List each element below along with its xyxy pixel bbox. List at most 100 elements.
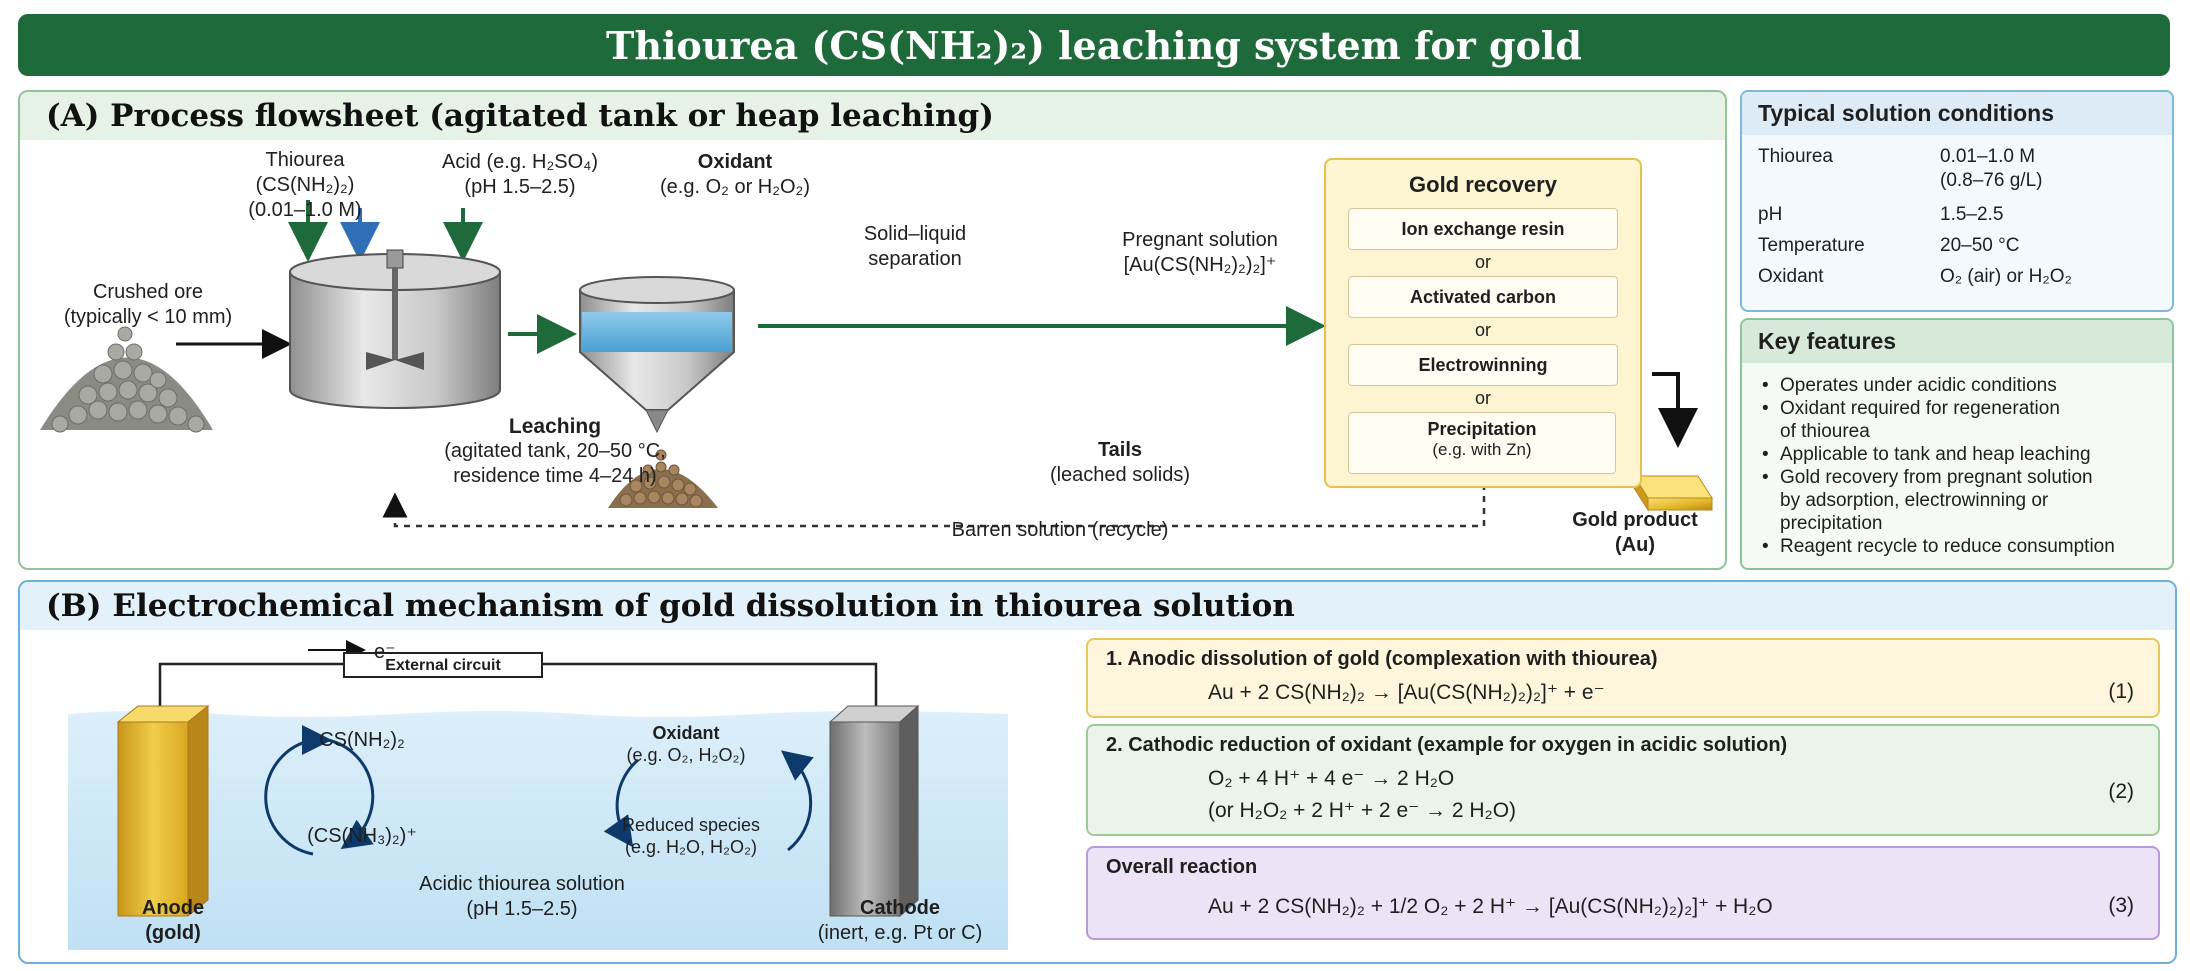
key-feature-item: Reagent recycle to reduce consumption [1760,535,2115,558]
panel-a-title: (A) Process flowsheet (agitated tank or … [46,98,994,134]
oxidant-species-title: Oxidant [652,723,720,743]
electron-label: e⁻ [374,641,396,663]
solution-conditions-title: Typical solution conditions [1742,92,2172,135]
thiourea-solution [68,711,1008,950]
solution-title: Acidic thiourea solution [419,873,625,895]
leaching-label: Leaching (agitated tank, 20–50 °C, resid… [400,414,710,489]
equation-number: (1) [2108,680,2134,703]
cathodic-equation-box: 2. Cathodic reduction of oxidant (exampl… [1086,724,2160,836]
protonated-thiourea-label: (CS(NH₃)₂)⁺ [307,825,417,847]
solution-conditions-box: Typical solution conditions Thiourea 0.0… [1740,90,2174,312]
key-feature-text: Operates under acidic conditions [1780,375,2057,396]
panel-b-header [20,582,2175,630]
acid-feed-label: Acid (e.g. H₂SO₄) (pH 1.5–2.5) [430,150,610,200]
key-features-title: Key features [1742,320,2172,363]
condition-key: Thiourea [1758,146,1833,167]
cathode-title: Cathode [860,897,940,919]
condition-value: O₂ (air) or H₂O₂ [1940,266,2072,287]
reduced-species-label: Reduced species (e.g. H₂O, H₂O₂) [606,814,776,858]
or-separator: or [1474,388,1491,408]
overall-reaction-box: Overall reaction Au + 2 CS(NH₂)₂ + 1/2 O… [1086,846,2160,940]
recovery-option-electrowinning: Electrowinning [1348,344,1618,386]
key-feature-text: of thiourea [1780,421,1870,442]
anodic-equation-box: 1. Anodic dissolution of gold (complexat… [1086,638,2160,718]
oxidant-feed-label: Oxidant (e.g. O₂ or H₂O₂) [660,150,810,200]
main-title: Thiourea (CS(NH₂)₂) leaching system for … [18,14,2170,76]
condition-key: Oxidant [1758,266,1824,287]
condition-value-extra: (0.8–76 g/L) [1940,170,2043,191]
key-features-box: Key features Operates under acidic condi… [1740,318,2174,570]
precipitation-title: Precipitation [1427,419,1537,439]
pregnant-solution-label: Pregnant solution [Au(CS(NH₂)₂)₂]⁺ [1085,228,1315,278]
cathodic-equation-alt: (or H₂O₂ + 2 H⁺ + 2 e⁻ → 2 H₂O) [1208,799,1517,822]
overall-reaction-equation: Au + 2 CS(NH₂)₂ + 1/2 O₂ + 2 H⁺ → [Au(CS… [1208,895,1773,918]
panel-a-header [20,92,1725,140]
gold-recovery-box: Gold recovery Ion exchange resin or Acti… [1324,158,1642,488]
gold-recovery-title: Gold recovery [1409,172,1557,197]
tails-title: Tails [1097,439,1143,461]
thiourea-formula: (CS(NH₂)₂) [255,174,355,196]
or-separator: or [1474,252,1491,272]
acid-ph: (pH 1.5–2.5) [464,176,576,198]
separator-vessel [579,276,735,434]
gold-product-title: Gold product [1572,509,1698,531]
cathodic-equation: O₂ + 4 H⁺ + 4 e⁻ → 2 H₂O [1208,767,1455,790]
acid-label: Acid (e.g. H₂SO₄) [442,151,598,173]
key-feature-text: Reagent recycle to reduce consumption [1780,536,2115,557]
gold-product-symbol: (Au) [1615,534,1655,556]
thiourea-species-label: CS(NH₂)₂ [319,729,405,751]
leaching-tank [289,249,501,409]
crushed-ore-title: Crushed ore [92,281,204,303]
key-feature-text: precipitation [1780,513,1883,534]
anode-electrode [116,704,210,918]
cathode-label: Cathode (inert, e.g. Pt or C) [790,896,1010,946]
key-feature-text: by adsorption, electrowinning or [1780,490,2049,511]
cathodic-equation-title: 2. Cathodic reduction of oxidant (exampl… [1106,734,1788,756]
key-features-list: Operates under acidic conditions Oxidant… [1760,374,2115,558]
thiourea-feed-label: Thiourea (CS(NH₂)₂) (0.01–1.0 M) [245,148,365,223]
oxidant-examples: (e.g. O₂ or H₂O₂) [660,176,810,198]
separation-title-1: Solid–liquid [863,223,967,245]
condition-key: Temperature [1758,235,1865,256]
barren-solution-label: Barren solution (recycle) [951,519,1169,541]
key-feature-text: Oxidant required for regeneration [1780,398,2060,419]
tails-subtitle: (leached solids) [1049,464,1191,486]
equation-number: (3) [2108,894,2134,917]
leaching-title: Leaching [508,415,602,438]
cathode-material: (inert, e.g. Pt or C) [817,922,983,944]
reduced-species-examples: (e.g. H₂O, H₂O₂) [625,837,757,857]
recovery-option-precipitation: Precipitation (e.g. with Zn) [1348,412,1616,474]
key-feature-text: Applicable to tank and heap leaching [1780,444,2091,465]
equation-number: (2) [2108,780,2134,803]
anode-label: Anode (gold) [118,896,228,946]
gold-product-label: Gold product (Au) [1560,508,1710,558]
reduced-species-title: Reduced species [621,815,761,835]
condition-value: 20–50 °C [1940,235,2020,256]
thiourea-concentration: (0.01–1.0 M) [248,199,362,221]
oxidant-species-label: Oxidant (e.g. O₂, H₂O₂) [606,722,766,766]
external-circuit-box [343,652,543,678]
condition-key: pH [1758,204,1783,225]
external-circuit-label: External circuit [385,657,501,674]
tails-label: Tails (leached solids) [1020,438,1220,488]
recovery-option-activated-carbon: Activated carbon [1348,276,1618,318]
or-separator: or [1474,320,1491,340]
thiourea-label: Thiourea [265,149,345,171]
anode-title: Anode [141,897,205,919]
solution-label: Acidic thiourea solution (pH 1.5–2.5) [372,872,672,922]
anode-material: (gold) [145,922,201,944]
overall-reaction-title: Overall reaction [1106,856,1258,878]
crushed-ore-label: Crushed ore (typically < 10 mm) [28,280,268,330]
key-feature-text: Gold recovery from pregnant solution [1780,467,2093,488]
condition-value: 0.01–1.0 M [1940,146,2036,167]
key-feature-item: Operates under acidic conditions [1760,374,2115,397]
separation-label: Solid–liquid separation [830,222,1000,272]
panel-b-title: (B) Electrochemical mechanism of gold di… [46,588,1295,624]
solution-ph: (pH 1.5–2.5) [466,898,578,920]
cathode-electrode [828,704,920,918]
anodic-equation-title: 1. Anodic dissolution of gold (complexat… [1106,648,1658,670]
tails-pile [608,449,718,508]
oxidant-species-examples: (e.g. O₂, H₂O₂) [626,745,746,765]
key-feature-item: Applicable to tank and heap leaching [1760,443,2115,466]
